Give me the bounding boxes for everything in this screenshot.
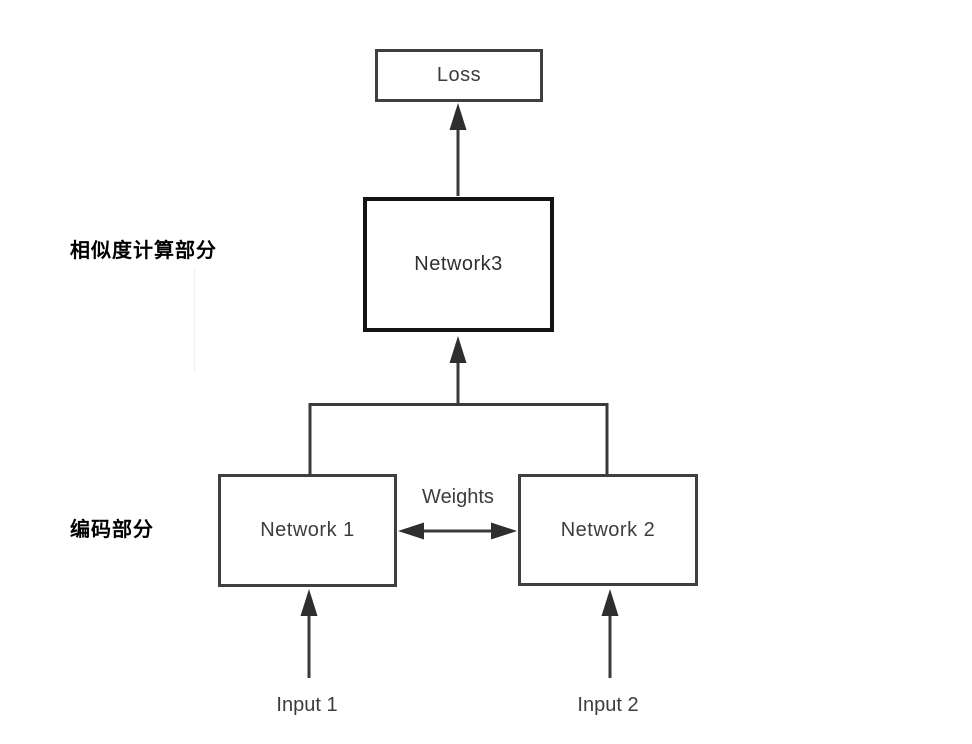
arrow-connector-to-network3	[449, 336, 467, 403]
loss-node-label: Loss	[436, 64, 482, 86]
network3-node-label: Network3	[414, 253, 503, 275]
arrow-network3-to-loss	[449, 103, 467, 196]
faint-artifact-line	[194, 268, 195, 372]
section-label-similarity: 相似度计算部分	[70, 240, 217, 262]
input1-label: Input 1	[276, 694, 338, 716]
network1-node: Network 1	[218, 474, 397, 587]
arrow-input2-to-network2	[601, 589, 619, 678]
network3-node: Network3	[363, 197, 554, 332]
loss-node: Loss	[375, 49, 543, 102]
network2-node: Network 2	[518, 474, 698, 586]
arrow-weights-shared	[398, 522, 517, 540]
weights-label: Weights	[422, 486, 494, 508]
arrow-input1-to-network1	[300, 589, 318, 678]
connector-merge	[308, 403, 609, 474]
network1-node-label: Network 1	[260, 519, 355, 541]
section-label-encoding: 编码部分	[70, 519, 154, 541]
input2-label: Input 2	[577, 694, 639, 716]
network2-node-label: Network 2	[560, 518, 656, 541]
